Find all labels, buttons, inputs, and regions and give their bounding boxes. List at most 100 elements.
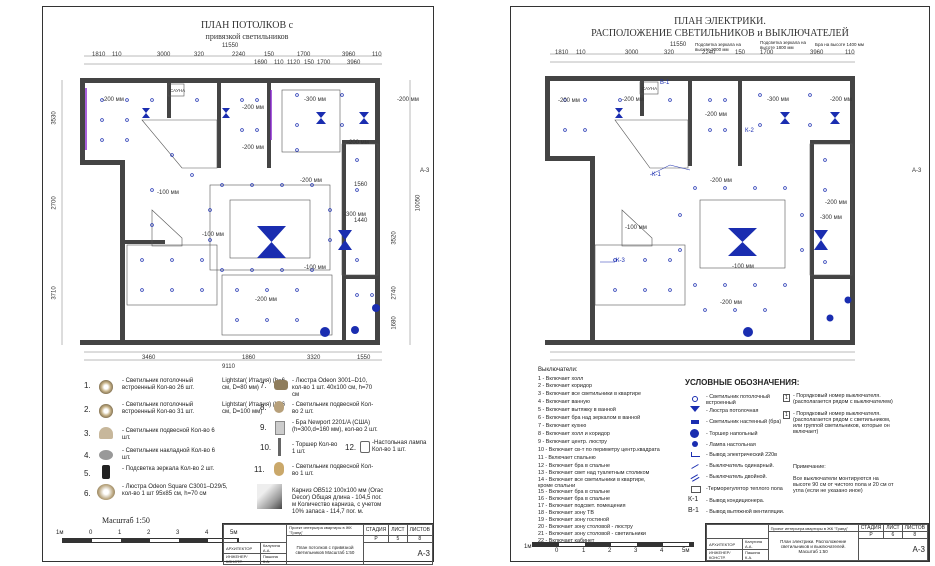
sheet-electrical-plan: ПЛАН ЭЛЕКТРИКИ. РАСПОЛОЖЕНИЕ СВЕТИЛЬНИКО… xyxy=(510,0,930,566)
legend-number: 2. xyxy=(84,405,91,414)
dim-top-8: 3960 xyxy=(810,50,824,56)
list-item: 21 - Включает зону столовой - светильник… xyxy=(538,531,646,537)
electrical-floor-plan: САУНА xyxy=(545,53,855,361)
switch-number-icon: 1 xyxy=(783,411,790,419)
stamp-role: ИНЖЕНЕР/КОНСТР. xyxy=(223,553,261,565)
code-label: К-3 xyxy=(616,258,625,264)
dim-top-1: 1810 xyxy=(555,50,569,56)
room-level-label: -200 мм xyxy=(242,105,264,111)
room-level-label: -200 мм xyxy=(622,97,644,103)
legend-item: - Вывод электрический 220в xyxy=(706,452,777,458)
list-item: 11 - Включает спальню xyxy=(538,455,596,461)
legend-number: 3. xyxy=(84,429,91,438)
list-item: 22 - Включает кабинет xyxy=(538,538,595,544)
stamp-sheet-header: ЛИСТ xyxy=(883,524,903,532)
stamp-stage: Р xyxy=(857,531,885,539)
title-line-2: РАСПОЛОЖЕНИЕ СВЕТИЛЬНИКОВ и ВЫКЛЮЧАТЕЛЕЙ xyxy=(591,28,849,39)
room-level-label: -200 мм xyxy=(255,297,277,303)
scale-tick: 1 xyxy=(118,530,122,536)
room-level-label: -200 мм xyxy=(242,145,264,151)
list-item: 14 - Включает все светильники в квартире… xyxy=(538,477,646,489)
room-level-label: -300 мм xyxy=(767,97,789,103)
list-item: 1 - Включает холл xyxy=(538,376,584,382)
stamp-role: ИНЖЕНЕР/КОНСТР. xyxy=(706,549,743,561)
legend-item: -Терморегулятор теплого пола xyxy=(706,486,783,492)
dim-sub-6: 3960 xyxy=(347,60,361,66)
legend-number: 10. xyxy=(260,443,272,452)
scale-tick: 0 xyxy=(89,530,93,536)
stamp-sheets-header: ЛИСТОВ xyxy=(901,524,929,532)
top-note: Подсветка зеркала на высоте 2000 мм xyxy=(695,42,742,52)
room-level-label: -200 мм xyxy=(720,300,742,306)
dim-top-1: 1810 xyxy=(92,52,106,58)
room-level-label: -300 мм xyxy=(344,212,366,218)
legend-text: - Торшер Кол-во 1 шт. xyxy=(292,442,338,455)
stamp-name: Пашина К.А. xyxy=(259,553,288,565)
dim-right-4: 3520 xyxy=(391,231,398,245)
legend-row-1: 1. xyxy=(84,382,91,391)
sheet-ceiling-plan: ПЛАН ПОТОЛКОВ с привязкой светильников xyxy=(42,0,434,566)
scale-tick: 5м xyxy=(682,548,690,554)
page-title: ПЛАН ПОТОЛКОВ с привязкой светильников xyxy=(172,20,322,42)
table-lamp-icon xyxy=(360,441,370,453)
legend-item: - Лампа настольная xyxy=(706,442,756,448)
floor-lamp-icon xyxy=(690,429,699,438)
stamp-stage-header: СТАДИЯ xyxy=(857,524,885,532)
dim-top-4: 320 xyxy=(194,52,205,58)
room-level-label: -200 мм xyxy=(347,140,369,146)
dim-bottom-4: 1550 xyxy=(357,355,371,361)
room-level-label: -200 мм xyxy=(397,97,419,103)
dim-top-total: 11550 xyxy=(670,42,687,48)
list-item: 15 - Включает бра в спальне xyxy=(538,489,610,495)
dim-right-5: 2740 xyxy=(391,286,398,300)
legend-row-5: 5. xyxy=(84,470,91,479)
thermostat-icon xyxy=(691,486,701,493)
dim-bottom-1: 3460 xyxy=(142,355,156,361)
list-item: 18 - Включает зону ТВ xyxy=(538,510,594,516)
list-item: 5 - Включает вытяжку в ванной xyxy=(538,407,616,413)
switch-header: Выключатели: xyxy=(538,367,578,373)
svg-text:САУНА: САУНА xyxy=(642,86,657,91)
legend2-row-11: 11. xyxy=(254,466,265,475)
dim-top-7: 1700 xyxy=(760,50,774,56)
recessed-light-icon xyxy=(692,396,698,402)
code-label: К-1 xyxy=(652,172,661,178)
list-item: 19 - Включает зону гостиной xyxy=(538,517,610,523)
stamp-role: АРХИТЕКТОР xyxy=(706,538,743,550)
scale-label: Масштаб 1:50 xyxy=(102,516,150,525)
stamp-cell xyxy=(706,524,769,539)
legend-number: 7. xyxy=(260,381,267,390)
cornice-profile-icon xyxy=(257,484,282,509)
wall-sconce-icon xyxy=(275,421,285,435)
scale-tick: 1м xyxy=(56,530,64,536)
room-level-label: -200 мм xyxy=(710,178,732,184)
legend2-row-7: 7. xyxy=(260,382,267,391)
switch-number-icon: 1 xyxy=(783,394,790,402)
stamp-sheets-header: ЛИСТОВ xyxy=(406,524,434,536)
legend2-row-12: 12. xyxy=(345,444,356,453)
room-level-label: -200 мм xyxy=(830,97,852,103)
scale-tick: 4 xyxy=(205,530,209,536)
list-item: 7 - Включает кухню xyxy=(538,423,587,429)
code-label: В-1 xyxy=(660,80,670,86)
dim-right-3: 1440 xyxy=(354,218,368,224)
scale-tick: 1м xyxy=(524,544,532,550)
legend-number: 5. xyxy=(84,469,91,478)
legend-number: 6. xyxy=(84,489,91,498)
list-item: 17 - Включает подсвет. помещения xyxy=(538,503,626,509)
list-item: 3 - Включает все светильники в квартире xyxy=(538,391,641,397)
list-item: 2 - Включает коридор xyxy=(538,383,593,389)
legend-text: - Люстра Odeon Square C3001–D29/5, кол-в… xyxy=(122,484,228,497)
floor-lamp-icon xyxy=(278,438,281,456)
chandelier-icon xyxy=(690,406,700,412)
dim-left-2: 2700 xyxy=(51,196,58,210)
stamp-stage: Р xyxy=(362,535,390,543)
room-level-label: -200 мм xyxy=(705,112,727,118)
pendant-light-icon xyxy=(274,401,284,413)
dim-right-1: 10050 xyxy=(415,194,422,212)
dim-sub-2: 110 xyxy=(274,60,284,66)
stamp-code: А-3 xyxy=(362,542,434,565)
legend-text: - Подсветка зеркала Кол-во 2 шт. xyxy=(122,466,215,472)
title-line-2: привязкой светильников xyxy=(205,32,289,41)
dim-top-5: 2240 xyxy=(232,52,246,58)
